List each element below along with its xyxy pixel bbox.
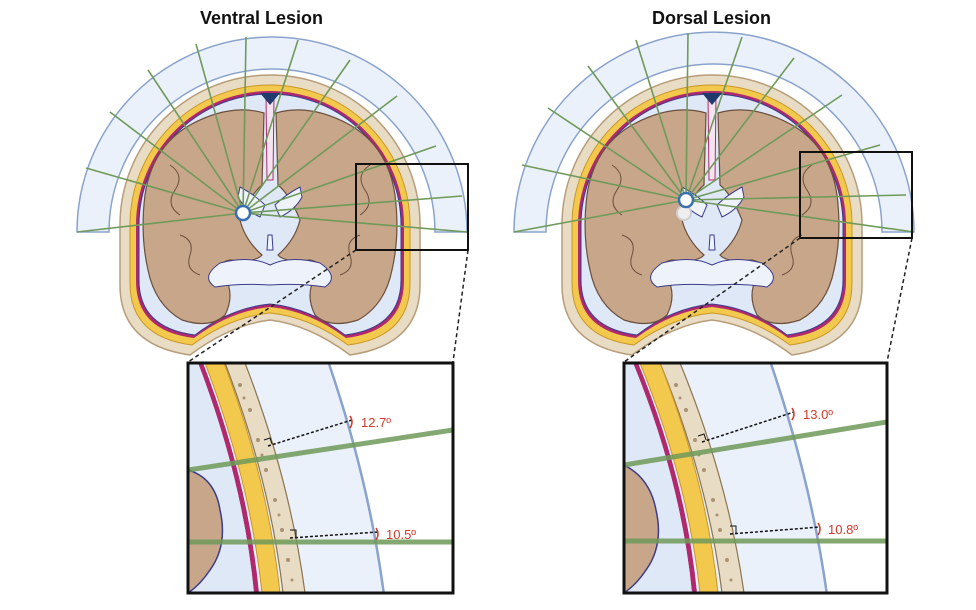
ventral-lesion-marker xyxy=(234,204,252,222)
dorsal-rays xyxy=(513,32,915,233)
dorsal-fan-ring xyxy=(513,31,915,233)
dorsal-lesion-marker xyxy=(677,191,695,209)
dorsal-ghost-ventral-marker xyxy=(676,205,692,221)
dorsal-connector-left xyxy=(623,237,801,363)
dorsal-angle-upper: 13.0º xyxy=(803,407,833,422)
dorsal-inset: 13.0º 10.8º xyxy=(622,361,889,595)
ventral-angle-upper: 12.7º xyxy=(361,415,391,430)
ventral-panel xyxy=(76,36,469,363)
ventral-zoom-box xyxy=(355,163,469,251)
dorsal-connector-right xyxy=(886,237,913,363)
ventral-inset: 12.7º 10.5º xyxy=(186,361,455,595)
ventral-connector-right xyxy=(452,249,469,363)
dorsal-inset-frame xyxy=(622,361,889,595)
panel-title-dorsal: Dorsal Lesion xyxy=(652,8,772,28)
dorsal-panel xyxy=(513,31,915,363)
dorsal-zoom-box xyxy=(799,151,913,239)
panel-title-ventral: Ventral Lesion xyxy=(200,8,324,28)
ventral-inset-frame xyxy=(186,361,455,595)
ventral-connector-left xyxy=(187,249,357,363)
ventral-angle-lower: 10.5º xyxy=(386,527,416,542)
dorsal-angle-lower: 10.8º xyxy=(828,522,858,537)
